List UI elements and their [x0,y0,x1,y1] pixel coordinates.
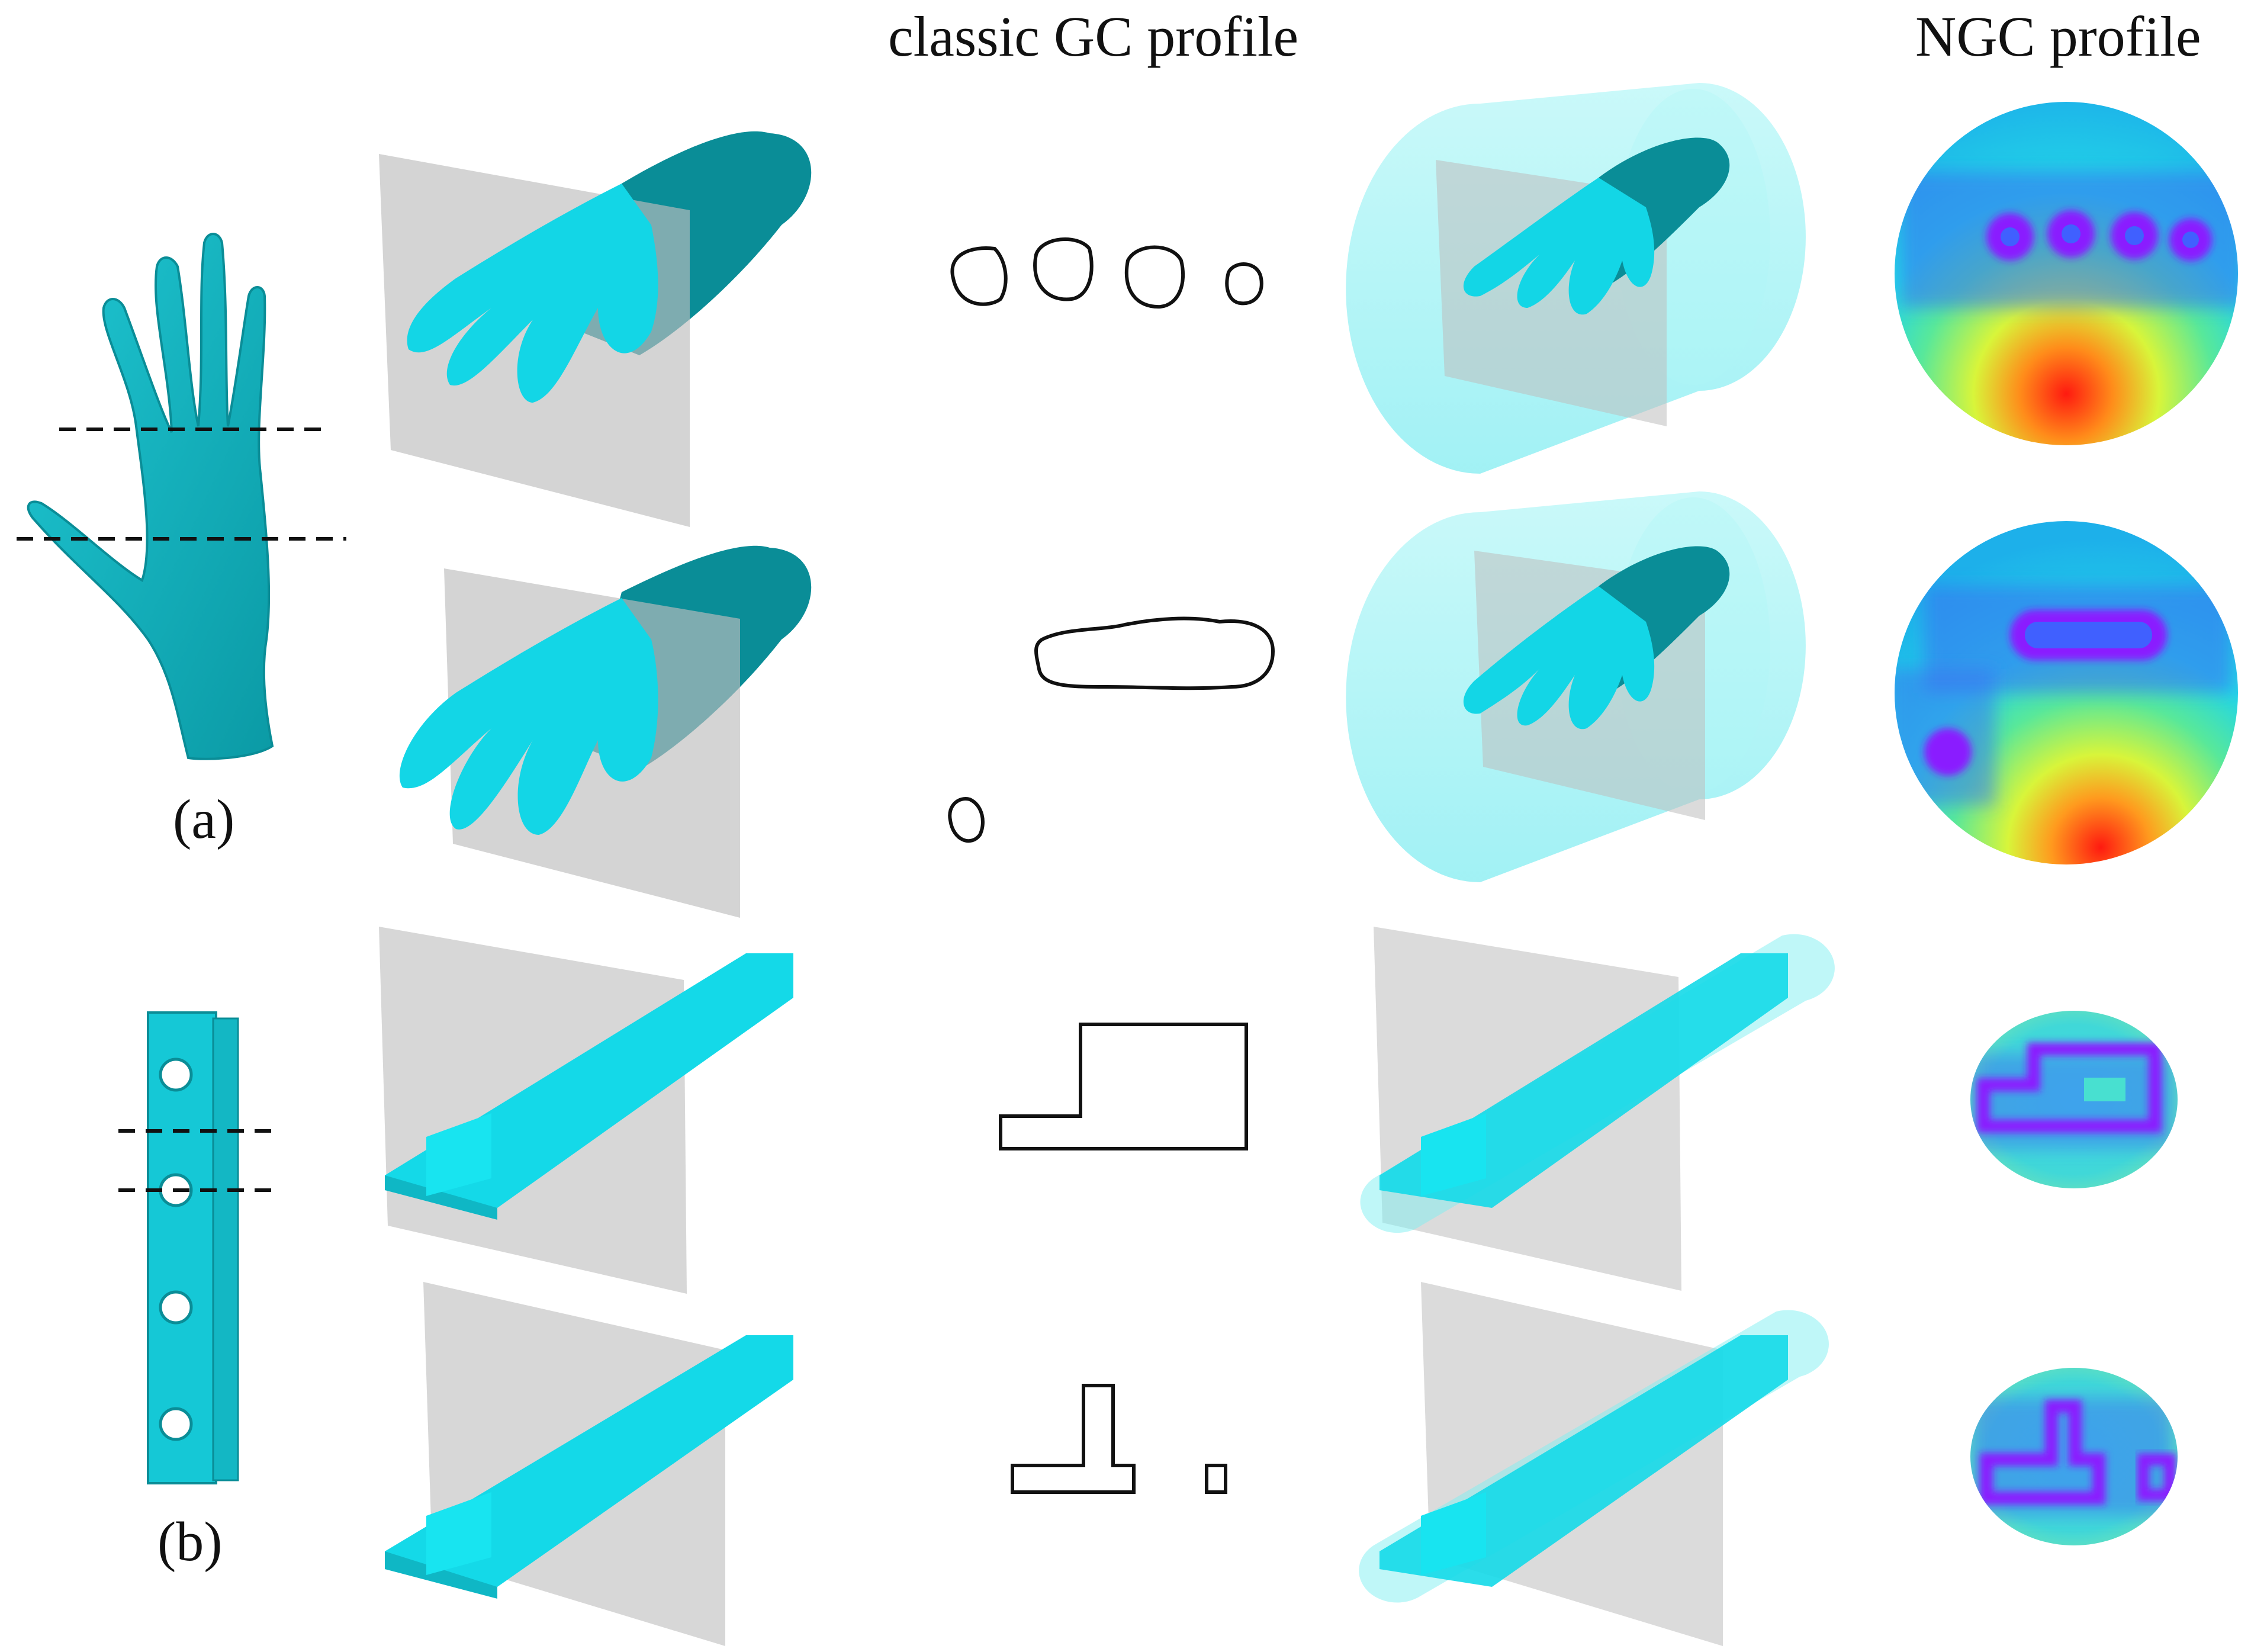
hand-cut-lines [17,428,346,541]
cylinder-view-1 [1346,83,1806,474]
gc-profile-row4 [1011,1384,1227,1494]
ngc-profile-header: NGC profile [1915,5,2201,68]
cylinder-view-3 [1360,927,1835,1291]
cylinder-view-4 [1359,1282,1829,1646]
label-a: (a) [173,789,235,850]
hand-section-view-1 [379,131,812,527]
ngc-heatmap-1 [1895,102,2238,445]
cylinder-view-2 [1346,491,1806,882]
hand-section-view-2 [399,545,812,918]
bar-section-view-2 [385,1282,793,1646]
gc-profile-row3 [999,1023,1248,1150]
gc-profile-row2 [948,616,1275,843]
ngc-heatmap-3 [1970,1011,2178,1188]
gc-profile-row1 [950,237,1263,309]
classic-gc-profile-header: classic GC profile [888,5,1299,68]
label-b: (b) [157,1511,223,1573]
ngc-heatmap-4 [1970,1368,2178,1545]
bar-section-view-1 [379,927,793,1294]
ngc-heatmap-2 [1895,521,2238,864]
bar-reference-mesh [147,1011,239,1484]
hand-reference-mesh [27,233,274,760]
